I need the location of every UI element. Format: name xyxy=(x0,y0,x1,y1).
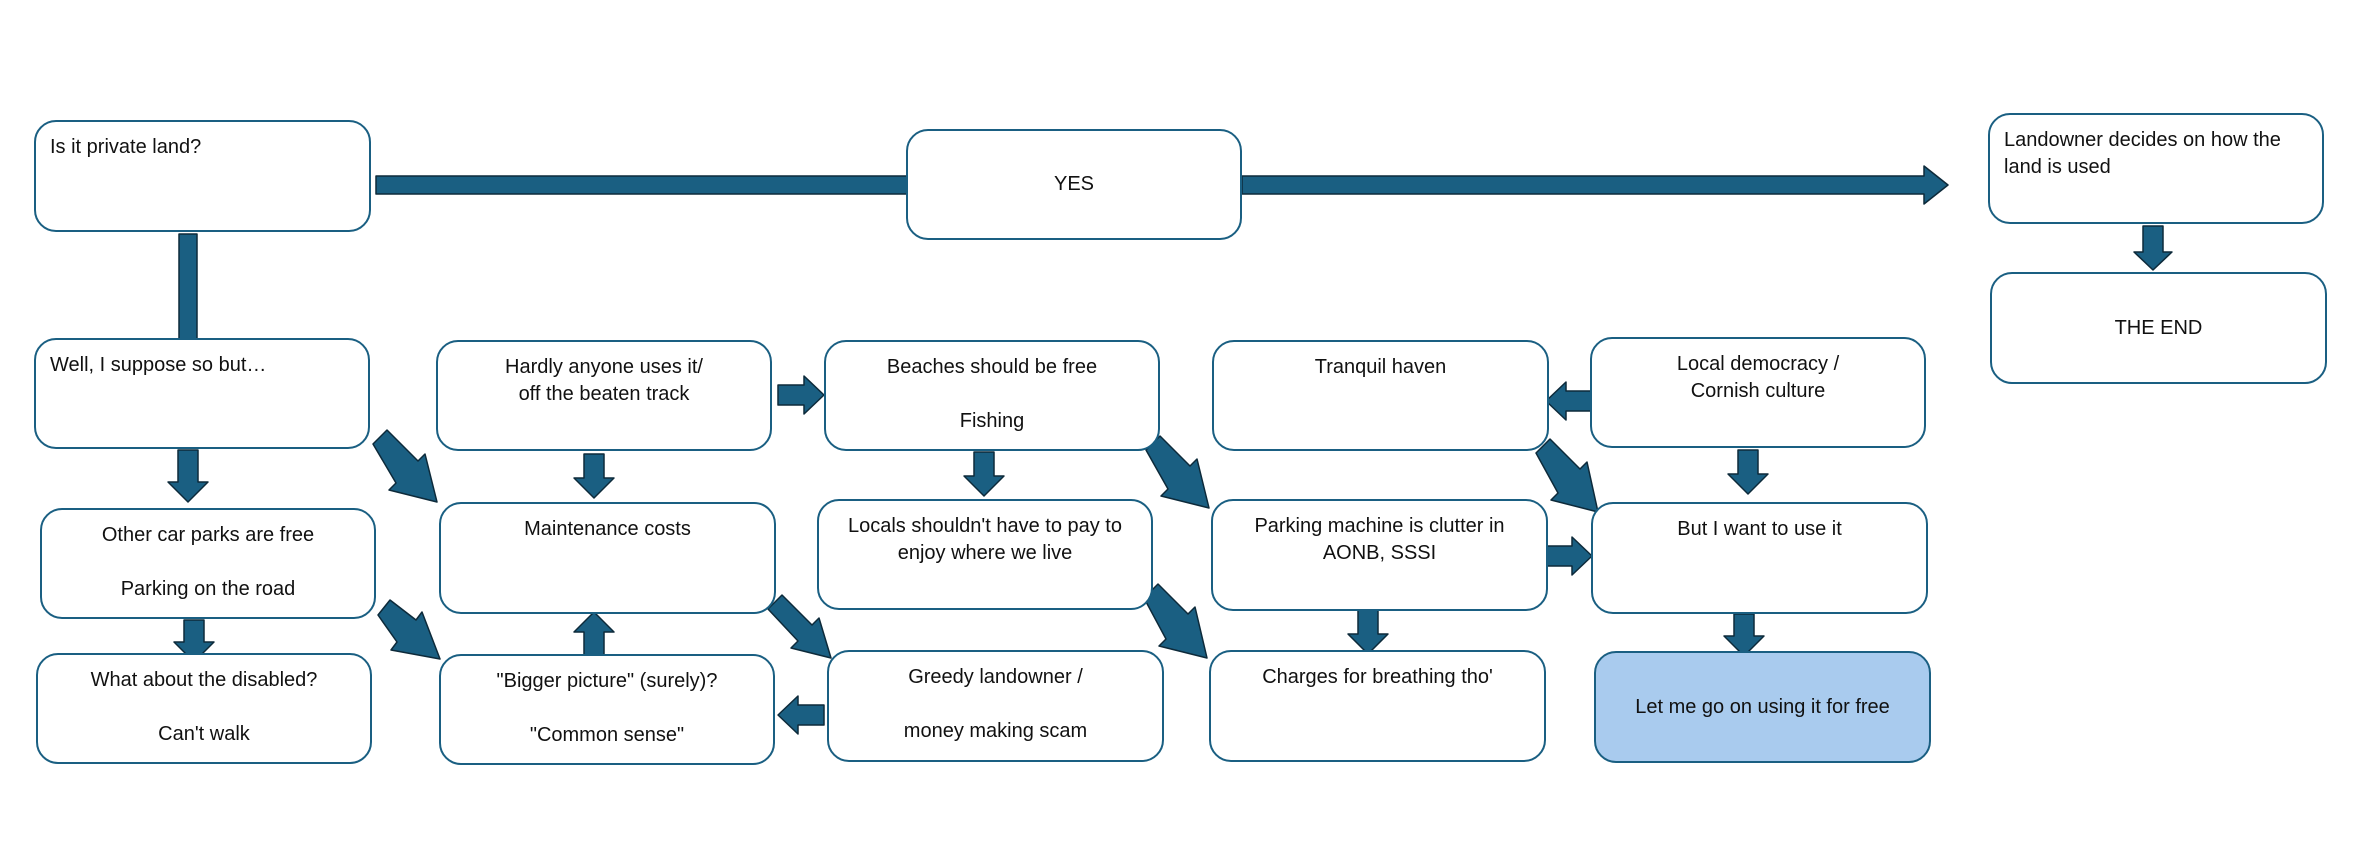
box-disabled-line2: Can't walk xyxy=(158,723,250,745)
box-local-democracy-line1: Local democracy / xyxy=(1676,353,1840,375)
box-yes: YES xyxy=(906,129,1242,240)
box-maintenance-costs-text: Maintenance costs xyxy=(524,518,691,540)
arrow-shaft-private-to-well xyxy=(178,233,198,340)
box-the-end-text: THE END xyxy=(2114,316,2203,339)
box-greedy-landowner: Greedy landowner / money making scam xyxy=(827,650,1164,762)
arrow-well-to-other-car-parks xyxy=(167,449,209,503)
arrow-locals-to-charges xyxy=(1143,583,1208,659)
arrow-hardly-to-maintenance xyxy=(573,453,615,499)
box-beaches-free-line1: Beaches should be free xyxy=(886,356,1098,378)
box-private-land: Is it private land? xyxy=(34,120,371,232)
arrow-other-to-bigger xyxy=(377,599,441,660)
box-locals-shouldnt-pay: Locals shouldn't have to pay to enjoy wh… xyxy=(817,499,1153,610)
box-but-i-want: But I want to use it xyxy=(1591,502,1928,614)
box-other-car-parks: Other car parks are free Parking on the … xyxy=(40,508,376,619)
box-hardly-anyone: Hardly anyone uses it/ off the beaten tr… xyxy=(436,340,772,451)
arrow-democracy-to-want xyxy=(1727,449,1769,495)
arrow-yes-to-landowner xyxy=(1241,165,1949,205)
arrow-shaft-private-to-yes xyxy=(375,175,909,195)
box-well-i-suppose-text: Well, I suppose so but… xyxy=(50,354,267,376)
box-tranquil-haven: Tranquil haven xyxy=(1212,340,1549,451)
box-the-end: THE END xyxy=(1990,272,2327,384)
box-bigger-picture: "Bigger picture" (surely)? "Common sense… xyxy=(439,654,775,765)
box-other-car-parks-line1: Other car parks are free xyxy=(101,524,315,546)
box-charges-breathing: Charges for breathing tho' xyxy=(1209,650,1546,762)
box-landowner-decides-line1: Landowner decides on how the xyxy=(2004,129,2281,151)
arrow-greedy-to-bigger xyxy=(777,695,825,735)
box-landowner-decides: Landowner decides on how the land is use… xyxy=(1988,113,2324,224)
box-beaches-free-line2: Fishing xyxy=(959,410,1025,432)
box-hardly-anyone-line1: Hardly anyone uses it/ xyxy=(505,356,703,378)
box-local-democracy-line2: Cornish culture xyxy=(1690,380,1826,402)
arrow-well-to-maintenance xyxy=(372,429,438,503)
box-landowner-decides-line2: land is used xyxy=(2004,156,2111,178)
box-but-i-want-text: But I want to use it xyxy=(1677,518,1842,540)
arrow-clutter-to-charges xyxy=(1347,609,1389,655)
box-beaches-free: Beaches should be free Fishing xyxy=(824,340,1160,451)
arrow-want-to-let-me-go xyxy=(1723,613,1765,657)
box-bigger-picture-line1: "Bigger picture" (surely)? xyxy=(496,670,718,692)
box-greedy-landowner-line2: money making scam xyxy=(903,720,1088,742)
box-hardly-anyone-line2: off the beaten track xyxy=(518,383,690,405)
arrow-tranquil-to-want xyxy=(1535,438,1599,513)
box-well-i-suppose: Well, I suppose so but… xyxy=(34,338,370,449)
arrow-democracy-to-tranquil xyxy=(1545,381,1593,421)
box-yes-text: YES xyxy=(1053,173,1095,195)
box-let-me-go: Let me go on using it for free xyxy=(1594,651,1931,763)
box-disabled: What about the disabled? Can't walk xyxy=(36,653,372,764)
arrow-hardly-to-beaches xyxy=(777,375,825,415)
arrow-landowner-to-end xyxy=(2133,225,2173,271)
arrow-beaches-to-clutter xyxy=(1145,435,1210,509)
box-locals-shouldnt-pay-line1: Locals shouldn't have to pay to xyxy=(847,515,1122,537)
box-private-land-text: Is it private land? xyxy=(50,136,202,158)
box-greedy-landowner-line1: Greedy landowner / xyxy=(908,666,1083,688)
box-charges-breathing-text: Charges for breathing tho' xyxy=(1262,666,1493,688)
box-tranquil-haven-text: Tranquil haven xyxy=(1314,356,1447,378)
box-bigger-picture-line2: "Common sense" xyxy=(529,724,685,746)
arrow-beaches-to-locals xyxy=(963,451,1005,497)
arrow-maintenance-to-greedy xyxy=(767,594,832,659)
arrow-bigger-to-maintenance xyxy=(573,611,615,657)
box-maintenance-costs: Maintenance costs xyxy=(439,502,776,614)
box-parking-machine-clutter: Parking machine is clutter in AONB, SSSI xyxy=(1211,499,1548,611)
box-parking-machine-clutter-line1: Parking machine is clutter in xyxy=(1254,515,1505,537)
box-local-democracy: Local democracy / Cornish culture xyxy=(1590,337,1926,448)
box-parking-machine-clutter-line2: AONB, SSSI xyxy=(1322,542,1437,564)
box-let-me-go-text: Let me go on using it for free xyxy=(1635,695,1890,718)
box-disabled-line1: What about the disabled? xyxy=(90,669,318,691)
arrow-other-to-disabled xyxy=(173,619,215,663)
box-locals-shouldnt-pay-line2: enjoy where we live xyxy=(897,542,1073,564)
arrow-clutter-to-want xyxy=(1545,536,1593,576)
box-other-car-parks-line2: Parking on the road xyxy=(120,578,296,600)
